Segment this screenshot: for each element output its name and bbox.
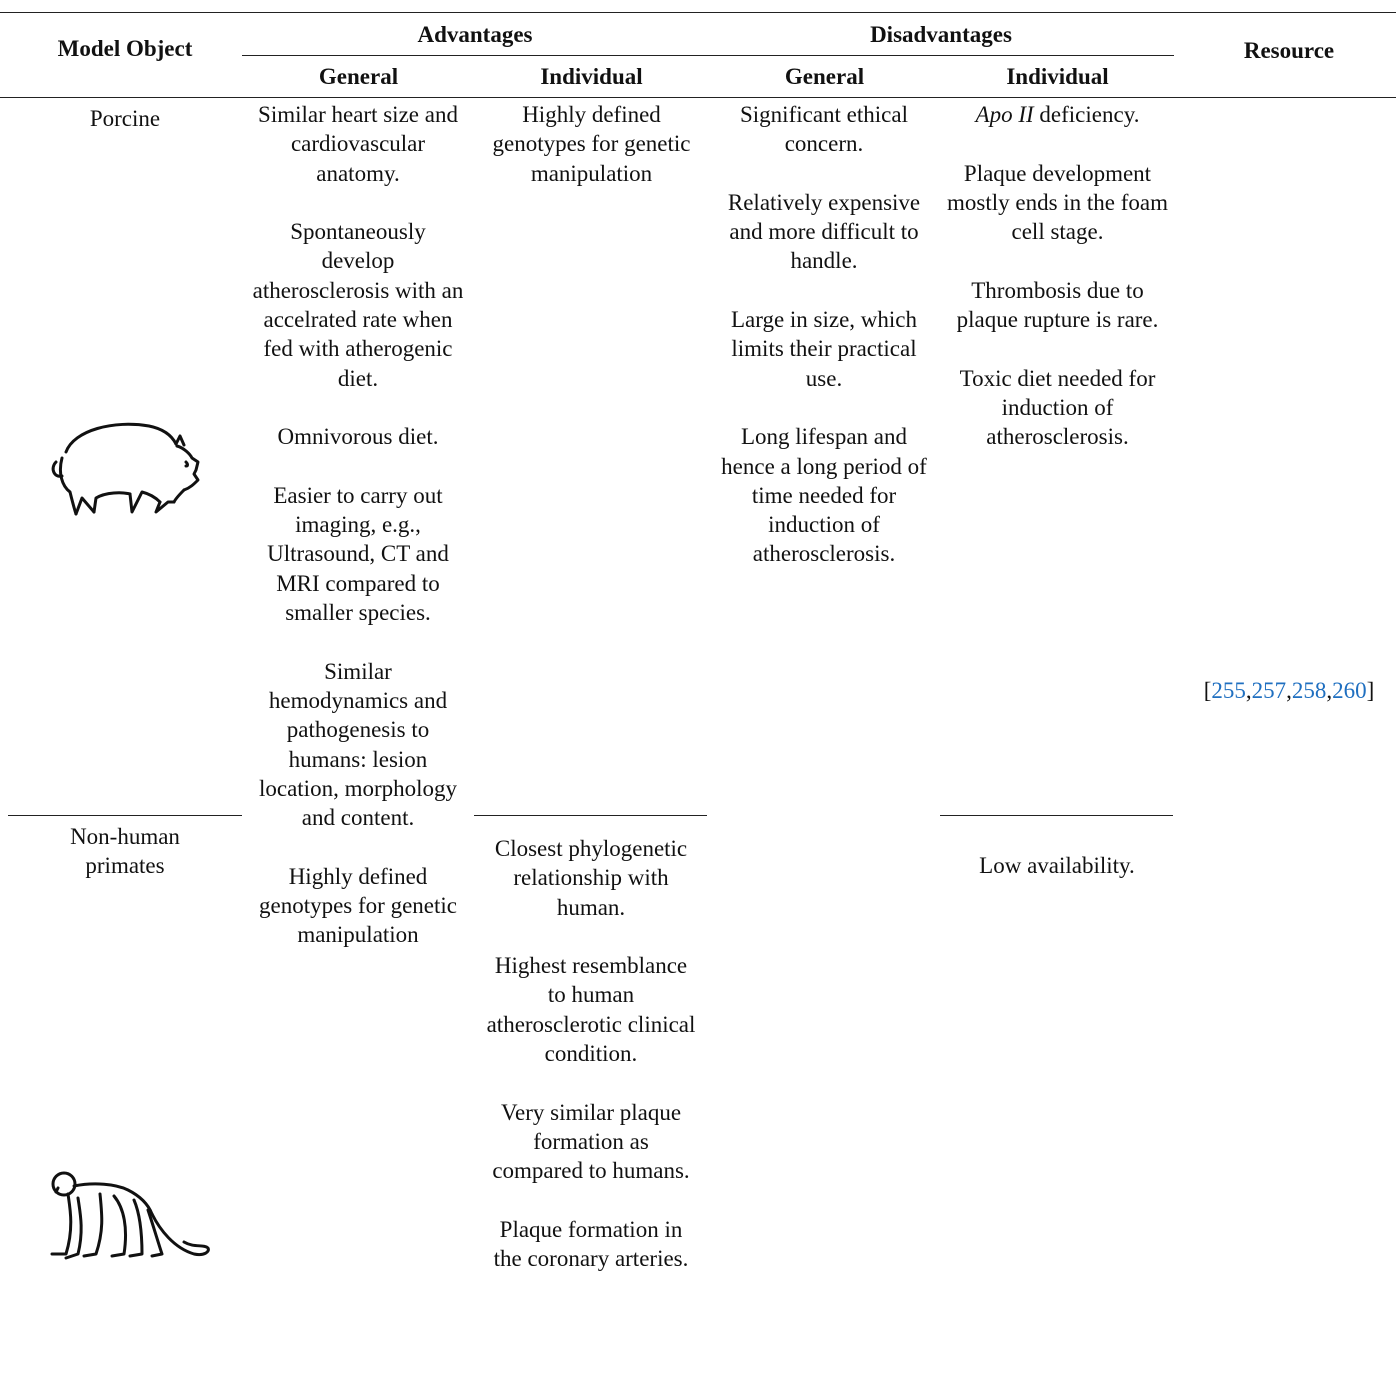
reference-link[interactable]: 257 [1251, 678, 1287, 703]
list-item: Highly defined genotypes for genetic man… [492, 102, 691, 186]
row-name-primates: Non-human primates [70, 824, 180, 879]
shared-dis-general: Significant ethical concern. Relatively … [718, 100, 930, 569]
shared-adv-general: Similar heart size and cardiovascular an… [252, 100, 464, 950]
list-item: Thrombosis due to plaque rupture is rare… [956, 277, 1159, 333]
primates-dis-individual: Low availability. [951, 851, 1163, 880]
primates-adv-individual: Closest phylogenetic relationship with h… [485, 834, 697, 1273]
header-adv-individual: Individual [540, 64, 643, 89]
porcine-dis-individual: Apo II deficiency. Plaque development mo… [941, 100, 1174, 452]
list-item: Low availability. [979, 853, 1135, 878]
list-item: Long lifespan and hence a long period of… [721, 424, 927, 567]
row-name-porcine: Porcine [89, 106, 161, 131]
list-item: Significant ethical concern. [740, 102, 908, 157]
header-advantages: Advantages [417, 22, 533, 47]
list-item: Large in size, which limits their practi… [730, 307, 918, 391]
list-item: Very similar plaque formation as compare… [492, 1099, 690, 1184]
header-model-object: Model Object [57, 36, 193, 61]
list-item: Similar heart size and cardiovascular an… [258, 102, 458, 186]
disadvantages-underline [708, 55, 1174, 56]
list-item: Similar hemodynamics and pathogenesis to… [258, 658, 458, 831]
reference-link[interactable]: 255 [1211, 678, 1246, 703]
reference-link[interactable]: 260 [1332, 678, 1367, 703]
pig-icon [44, 418, 204, 518]
list-item: Highly defined genotypes for genetic man… [259, 863, 457, 948]
list-item: Toxic diet needed for induction of ather… [959, 365, 1156, 450]
row-divider-adv-individual [474, 815, 707, 816]
row-divider-dis-individual [940, 815, 1173, 816]
porcine-adv-individual: Highly defined genotypes for genetic man… [475, 100, 708, 188]
monkey-icon [44, 1168, 214, 1264]
header-bottom-rule [0, 97, 1396, 98]
header-disadvantages: Disadvantages [870, 22, 1012, 47]
header-dis-general: General [784, 64, 865, 89]
resource-references: [255,257,258,260] [1203, 678, 1375, 703]
row-divider-model [8, 815, 242, 816]
list-item: Easier to carry out imaging, e.g., Ultra… [267, 482, 449, 626]
table-top-rule [0, 12, 1396, 13]
header-adv-general: General [318, 64, 399, 89]
reference-link[interactable]: 258 [1291, 678, 1327, 703]
list-item: Relatively expensive and more difficult … [727, 189, 921, 274]
header-dis-individual: Individual [1006, 64, 1109, 89]
advantages-underline [242, 55, 708, 56]
header-resource: Resource [1243, 38, 1335, 63]
list-item: Closest phylogenetic relationship with h… [494, 836, 688, 920]
list-item: Spontaneously develop atherosclerosis wi… [252, 219, 464, 391]
list-item: Plaque development mostly ends in the fo… [946, 160, 1169, 245]
apo-italic: Apo II [975, 102, 1034, 127]
list-item: Highest resemblance to human atheroscler… [486, 953, 696, 1067]
list-item: Apo II deficiency. [975, 102, 1140, 127]
list-item: Plaque formation in the coronary arterie… [493, 1216, 689, 1272]
list-item: Omnivorous diet. [277, 424, 439, 450]
